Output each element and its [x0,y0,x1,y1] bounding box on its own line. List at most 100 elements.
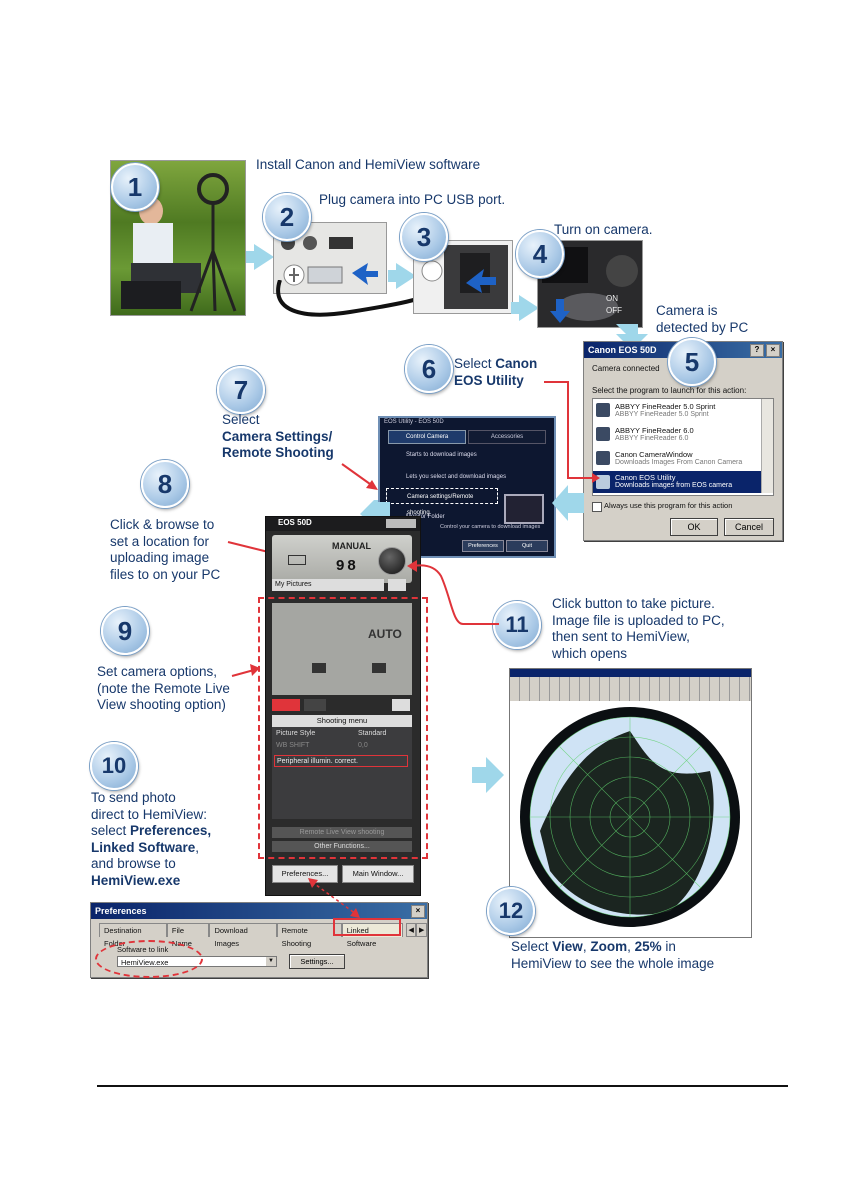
step-12-sep-1: , [582,939,591,954]
chevron-down-icon[interactable]: ▼ [266,957,276,966]
step-11-badge: 11 [493,601,541,649]
quality-icon[interactable] [312,663,326,673]
flow-arrow-3-4 [511,302,521,314]
step-8-caption: Click & browse to set a location for upl… [110,517,220,583]
tab-file-name[interactable]: File Name [166,923,210,948]
step-12-sep-2: , [627,939,635,954]
eos-quit-button[interactable]: Quit [506,540,548,552]
list-scrollbar[interactable] [761,399,773,493]
preferences-title: Preferences [95,906,147,916]
tab-scroll-right-icon[interactable]: ▶ [416,923,427,937]
program-desc: Downloads images from EOS camera [615,482,733,489]
list-item[interactable]: ABBYY FineReader 5.0 Sprint ABBYY FineRe… [593,399,761,423]
step-12-bold-zoom: Zoom [590,939,628,954]
red-dashed-pointer-10 [308,878,360,918]
program-name: Canon EOS Utility [615,473,676,482]
step-9-line-1: Set camera options, [97,664,218,679]
camera-panel-title: EOS 50D [278,518,312,527]
step-5-line-1: Camera is [656,303,718,318]
step-9-line-2: (note the Remote Live [97,680,230,696]
menu-row-peripheral[interactable]: Peripheral illumin. correct. [274,755,408,767]
step-7-badge: 7 [217,366,265,414]
close-icon[interactable]: × [766,344,780,357]
step-12-bold-25: 25% [634,939,662,954]
timer-icon[interactable] [392,699,410,711]
hemiview-window [509,668,752,938]
eos-menu-item-remote-shooting[interactable]: Camera settings/Remote shooting [386,488,498,516]
list-item[interactable]: ABBYY FineReader 6.0 ABBYY FineReader 6.… [593,423,761,447]
step-10-line-1: To send photo [91,790,176,805]
tab-accessories[interactable]: Accessories [468,430,546,444]
eos-menu-item[interactable]: Starts to download images [406,452,477,458]
step-4-caption: Turn on camera. [554,222,653,237]
step-8-line-4: files to on your PC [110,566,221,582]
other-functions-button[interactable]: Other Functions... [272,841,412,852]
step-10-caption: To send photo direct to HemiView: select… [91,790,211,889]
shooting-mode: MANUAL [332,541,371,551]
flow-arrow-2-3-head [396,263,416,289]
step-12-line-2: HemiView to see the whole image [511,955,715,971]
folder-field[interactable]: My Pictures [272,579,384,591]
step-11-line-2: Image file is uploaded to PC, [552,612,725,628]
program-name: ABBYY FineReader 6.0 [615,426,694,435]
close-icon[interactable]: × [411,905,425,918]
list-item[interactable]: Canon CameraWindow Downloads Images From… [593,447,761,471]
hemiview-toolbar[interactable] [510,677,751,701]
menu-row[interactable]: WB SHIFT 0,0 [276,742,408,753]
ok-button[interactable]: OK [670,518,718,536]
step-10-bold-3: HemiView.exe [91,872,181,888]
metering-icon[interactable] [372,663,386,673]
step-10-bold-1: Preferences, [130,823,212,838]
always-use-label: Always use this program for this action [604,501,733,510]
window-buttons[interactable] [386,519,416,528]
hemispherical-photo [520,707,740,927]
preferences-button[interactable]: Preferences... [272,865,338,883]
bottom-divider [97,1085,788,1087]
tab-camera-icon[interactable] [272,699,300,711]
program-name: Canon CameraWindow [615,450,693,459]
step-5-badge: 5 [668,338,716,386]
program-name: ABBYY FineReader 5.0 Sprint [615,402,716,411]
step-6-bold-2: EOS Utility [454,372,524,388]
live-view-button[interactable]: Remote Live View shooting [272,827,412,838]
eos-preferences-button[interactable]: Preferences [462,540,504,552]
iso-auto-value[interactable]: AUTO [368,627,402,641]
step-12-pre: Select [511,939,553,954]
program-list: ABBYY FineReader 5.0 Sprint ABBYY FineRe… [592,398,774,496]
always-use-checkbox[interactable] [592,502,602,512]
tab-control-camera[interactable]: Control Camera [388,430,466,444]
step-5-line-2: detected by PC [656,319,749,335]
tab-linked-software[interactable]: Linked Software [341,923,403,948]
list-item-selected[interactable]: Canon EOS Utility Downloads images from … [593,471,761,493]
step-7-bold-1: Camera Settings/ [222,428,333,444]
tab-remote-shooting[interactable]: Remote Shooting [276,923,342,948]
eos-menu-item[interactable]: Monitor Folder [406,514,445,520]
usb-port-illustration [281,236,378,286]
eos-menu-item[interactable]: Lets you select and download images [406,474,507,480]
folder-browse-icon[interactable] [388,579,406,591]
tab-tools-icon[interactable] [304,699,326,711]
tab-download-images[interactable]: Download Images [209,923,277,948]
flow-arrow-1-2-head [254,244,274,270]
eos-utility-title: EOS Utility - EOS 50D [384,419,444,425]
shutter-button[interactable] [378,547,406,575]
tab-destination-folder[interactable]: Destination Folder [99,923,167,948]
cancel-button[interactable]: Cancel [724,518,774,536]
main-window-button[interactable]: Main Window... [342,865,414,883]
help-icon[interactable]: ? [750,344,764,357]
step-7-caption: Select Camera Settings/ Remote Shooting [222,412,334,462]
select-program-label: Select the program to launch for this ac… [592,386,747,395]
hemiview-titlebar [510,669,751,677]
step-9-badge: 9 [101,607,149,655]
flow-arrow-3-4-head [519,295,539,321]
step-6-pre: Select [454,356,496,371]
camera-connected-text: Camera connected [592,364,660,373]
step-11-line-1: Click button to take picture. [552,596,715,611]
step-9-caption: Set camera options, (note the Remote Liv… [97,664,230,714]
menu-row[interactable]: Picture Style Standard [276,730,408,741]
step-1-caption: Install Canon and HemiView software [256,157,481,172]
camera-icon [596,475,610,489]
red-pointer-11 [407,560,499,625]
settings-button[interactable]: Settings... [289,954,345,969]
tab-scroll-left-icon[interactable]: ◀ [405,923,417,937]
